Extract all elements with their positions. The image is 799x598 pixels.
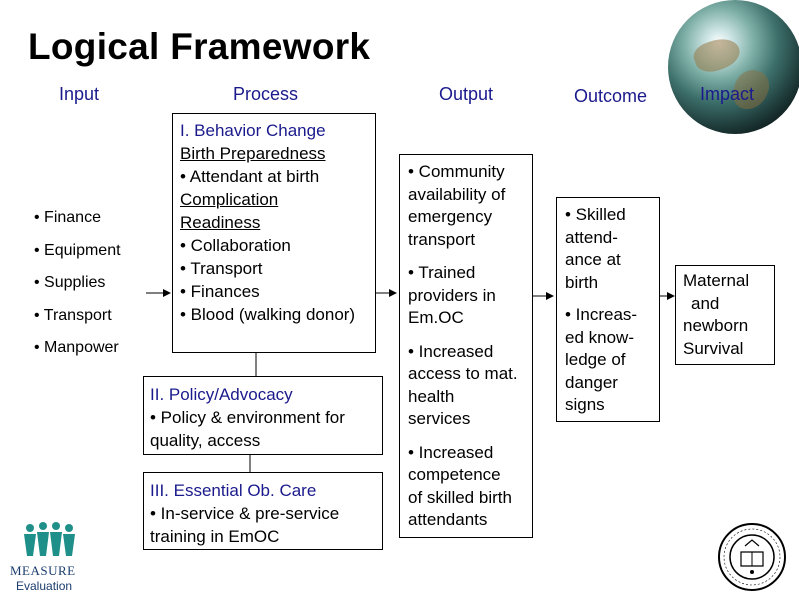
input-item: • Manpower [34,339,119,356]
process-box-behavior-change: I. Behavior Change Birth Preparedness • … [172,113,376,353]
output-line: • Increased [408,442,494,462]
input-item: • Supplies [34,274,106,291]
output-line: emergency [408,207,493,226]
output-line: availability of [408,184,506,204]
output-line: attendants [408,510,488,529]
outcome-line: danger [565,372,618,392]
university-seal [717,522,787,592]
outcome-line: attend- [565,227,618,247]
output-line: of skilled birth [408,487,512,507]
header-impact: Impact [700,84,755,104]
impact-line: Maternal [683,271,750,290]
header-process: Process [233,84,299,104]
process-line: • Policy & environment for [150,408,345,427]
process-line: Readiness [180,213,261,232]
process-box-policy-advocacy: II. Policy/Advocacy • Policy & environme… [143,376,383,455]
outcome-line: ance at [565,250,621,269]
output-line: services [408,409,471,428]
process-line: training in EmOC [150,527,280,546]
header-outcome: Outcome [574,86,648,106]
spacer [408,330,532,341]
process-line: quality, access [150,431,261,450]
input-item: • Transport [34,307,112,324]
process-line: • Blood (walking donor) [180,305,356,324]
output-line: competence [408,465,501,484]
outcome-line: signs [565,395,605,414]
spacer [408,251,532,262]
header-input: Input [59,84,100,104]
people-icon [24,522,75,556]
output-line: health [408,386,455,406]
output-line: transport [408,229,476,249]
outcome-line: • Increas- [565,305,638,324]
header-output: Output [439,84,494,104]
output-line: providers in [408,285,496,305]
process-line: • Finances [180,282,260,301]
output-box: • Community availability of emergency tr… [399,154,533,538]
globe-image [668,0,799,134]
measure-name: MEASURE [10,563,76,578]
outcome-line: ed know- [565,327,634,347]
outcome-box: • Skilled attend- ance at birth • Increa… [556,197,660,422]
process-box-title: III. Essential Ob. Care [150,481,317,500]
spacer [408,431,532,442]
process-line: Birth Preparedness [180,144,326,163]
seal-icon [718,523,786,591]
process-line: Complication [180,190,279,209]
outcome-line: ledge of [565,350,626,369]
output-line: • Community [408,162,505,181]
impact-box: Maternal and newborn Survival [675,265,775,365]
impact-line: and [691,293,720,313]
spacer [565,294,659,304]
measure-subtitle: Evaluation [16,579,73,593]
process-box-title: II. Policy/Advocacy [150,385,293,404]
input-item: • Finance [34,209,101,226]
process-line: • Attendant at birth [180,167,320,186]
impact-line: newborn [683,316,749,335]
input-item: • Equipment [34,242,121,259]
process-line: • Transport [180,259,263,278]
outcome-line: birth [565,272,599,292]
process-line: • In-service & pre-service [150,504,340,523]
process-box-essential-ob-care: III. Essential Ob. Care • In-service & p… [143,472,383,550]
outcome-line: • Skilled [565,205,626,224]
process-line: • Collaboration [180,236,291,255]
output-line: access to mat. [408,364,518,383]
output-line: • Trained [408,263,476,282]
measure-evaluation-logo: MEASURE Evaluation [10,520,90,593]
output-line: • Increased [408,341,494,361]
process-box-title: I. Behavior Change [180,121,326,140]
page-title: Logical Framework [28,26,371,67]
output-line: Em.OC [408,308,464,327]
impact-line: Survival [683,338,744,358]
